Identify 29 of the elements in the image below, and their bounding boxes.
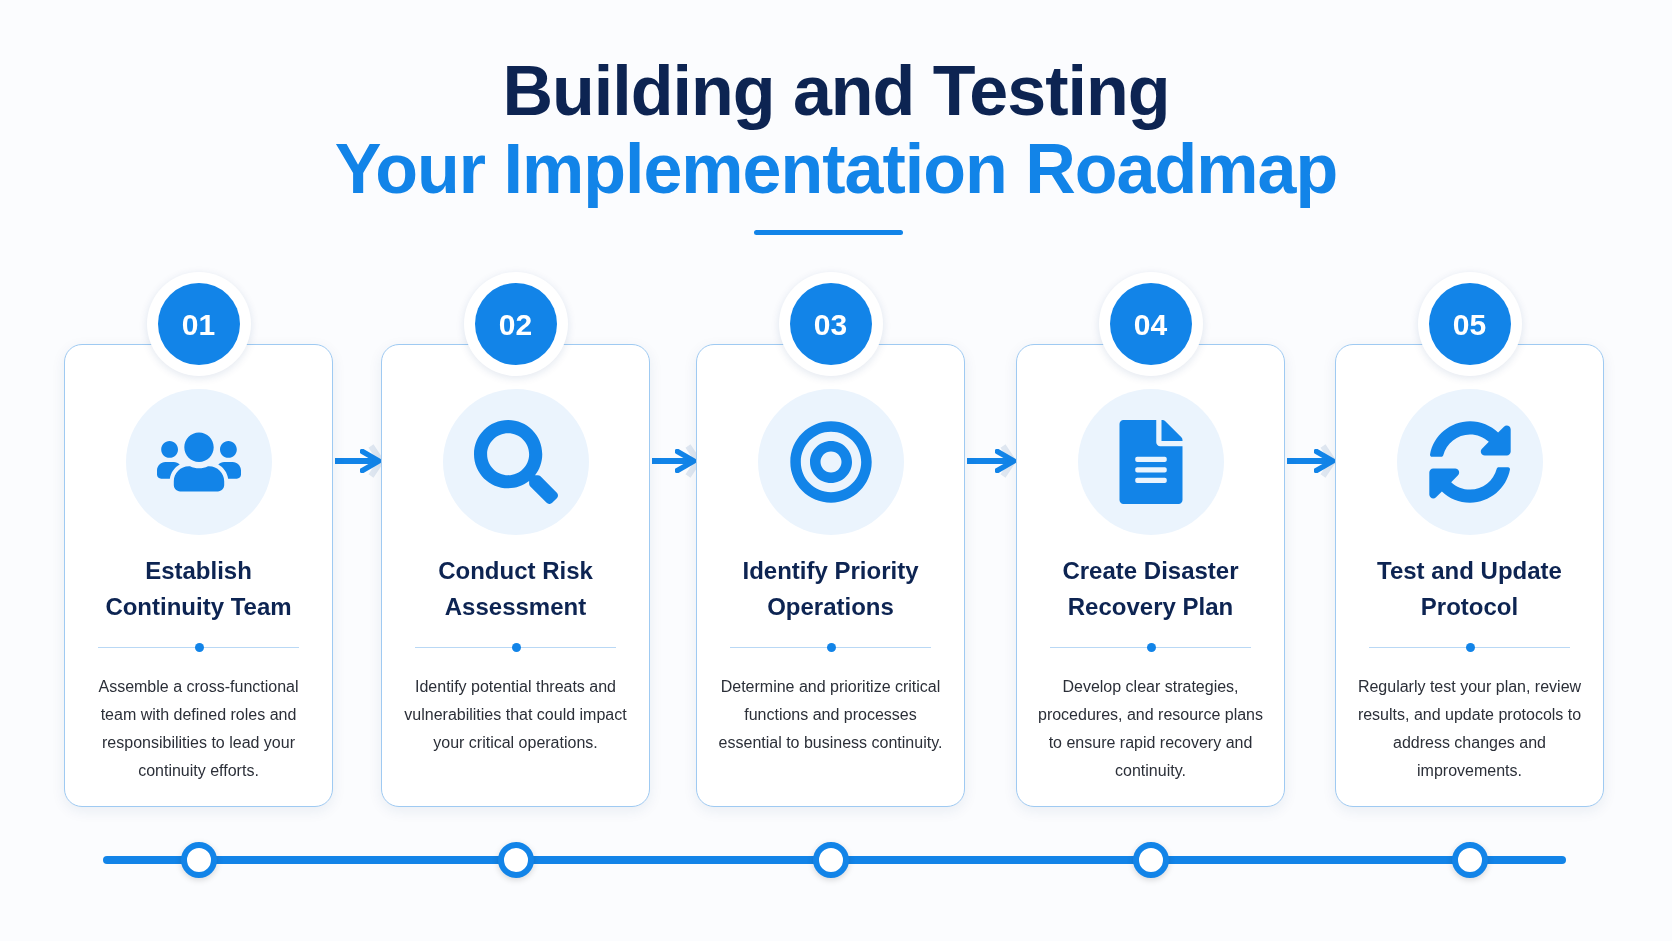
arrow [967,448,1017,474]
step-description: Determine and prioritize critical functions and processes essential to business continuity. [717,677,944,753]
step-number-badge: 05 [1428,283,1511,365]
step-card [1335,344,1604,807]
arrow [335,448,382,474]
step-card [64,344,333,807]
step-description: Identify potential threats and vulnerabilities that could impact your critical operations. [403,677,628,753]
step-heading: Conduct Risk Assessment [437,556,594,622]
step-card [381,344,650,807]
timeline-segment [1168,856,1452,864]
timeline-segment [216,856,498,864]
step-number-badge: 02 [474,283,557,365]
step-number-badge: 03 [789,283,872,365]
arrow [652,448,697,474]
arrow [1287,448,1336,474]
step-description: Regularly test your plan, review results, and update protocols to address changes and improvements. [1356,677,1583,781]
timeline-segment [848,856,1133,864]
step-number-badge: 04 [1109,283,1192,365]
step-description: Develop clear strategies, procedures, and resource plans to ensure rapid recovery and continuity. [1037,677,1264,781]
step-number-badge: 01 [157,283,240,365]
step-heading: Identify Priority Operations [741,556,920,622]
step-card [696,344,965,807]
step-card [1016,344,1285,807]
step-heading: Establish Continuity Team [104,556,293,622]
step-heading: Create Disaster Recovery Plan [1061,556,1240,622]
title: Building and Testing Your Implementation Roadmap [333,52,1339,208]
timeline-segment [533,856,813,864]
step-heading: Test and Update Protocol [1376,556,1563,622]
step-description: Assemble a cross-functional team with defined roles and responsibilities to lead your continuity efforts. [97,677,300,781]
